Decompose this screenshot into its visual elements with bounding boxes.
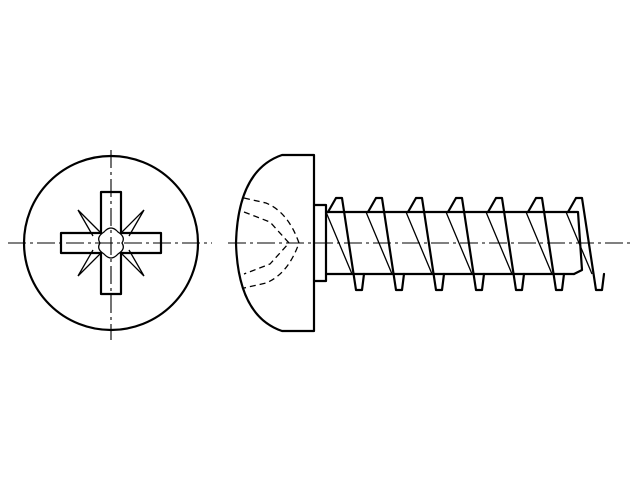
- thread-turn: [406, 196, 446, 292]
- thread-helix-line: [325, 211, 353, 275]
- thread-turn: [366, 196, 406, 292]
- thread-turn: [566, 196, 606, 292]
- thread-helix-line: [405, 211, 433, 275]
- hidden-recess-lines: [243, 197, 300, 289]
- side-view: [228, 153, 632, 333]
- thread-turn: [326, 196, 366, 292]
- thread-helix-line: [445, 211, 473, 275]
- thread-turn: [526, 196, 566, 292]
- screw-neck: [312, 203, 328, 283]
- thread-profile: [324, 196, 606, 292]
- thread-turn: [486, 196, 526, 292]
- recess-center-core: [98, 227, 124, 259]
- thread-helix-line: [565, 211, 593, 275]
- thread-helix-line: [525, 211, 553, 275]
- thread-turn: [446, 196, 486, 292]
- head-top-view: [8, 150, 212, 340]
- thread-helix-line: [365, 211, 393, 275]
- thread-tip: [572, 210, 584, 276]
- pozi-star-marks: [77, 209, 145, 277]
- pan-head-outline: [234, 153, 316, 333]
- thread-helix-line: [485, 211, 513, 275]
- head-outline-circle: [22, 154, 200, 332]
